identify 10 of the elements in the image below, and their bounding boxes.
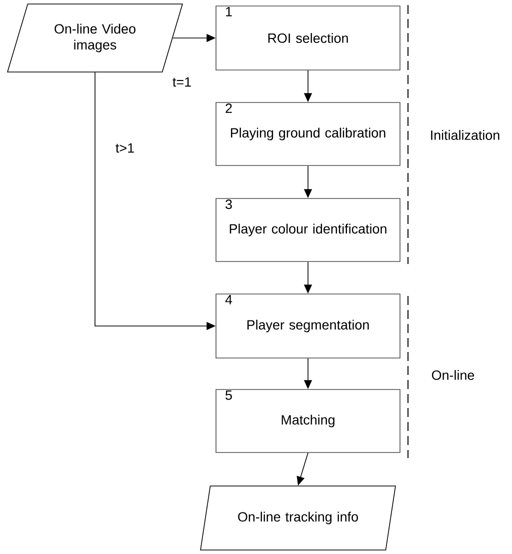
phase-label: Initialization bbox=[431, 130, 500, 140]
process-box: ROI selection 1 bbox=[216, 6, 400, 70]
process-box: Player segmentation 4 bbox=[216, 294, 400, 358]
data-parallelogram: On-line tracking info bbox=[200, 486, 396, 550]
process-box: Playing ground calibration 2 bbox=[216, 102, 400, 166]
phase-label: On-line bbox=[432, 370, 474, 380]
edge-label: t=1 bbox=[171, 76, 193, 88]
process-box: Player colour identification 3 bbox=[216, 198, 400, 262]
edge-label: t>1 bbox=[114, 142, 136, 154]
process-box: Matching 5 bbox=[216, 389, 400, 453]
